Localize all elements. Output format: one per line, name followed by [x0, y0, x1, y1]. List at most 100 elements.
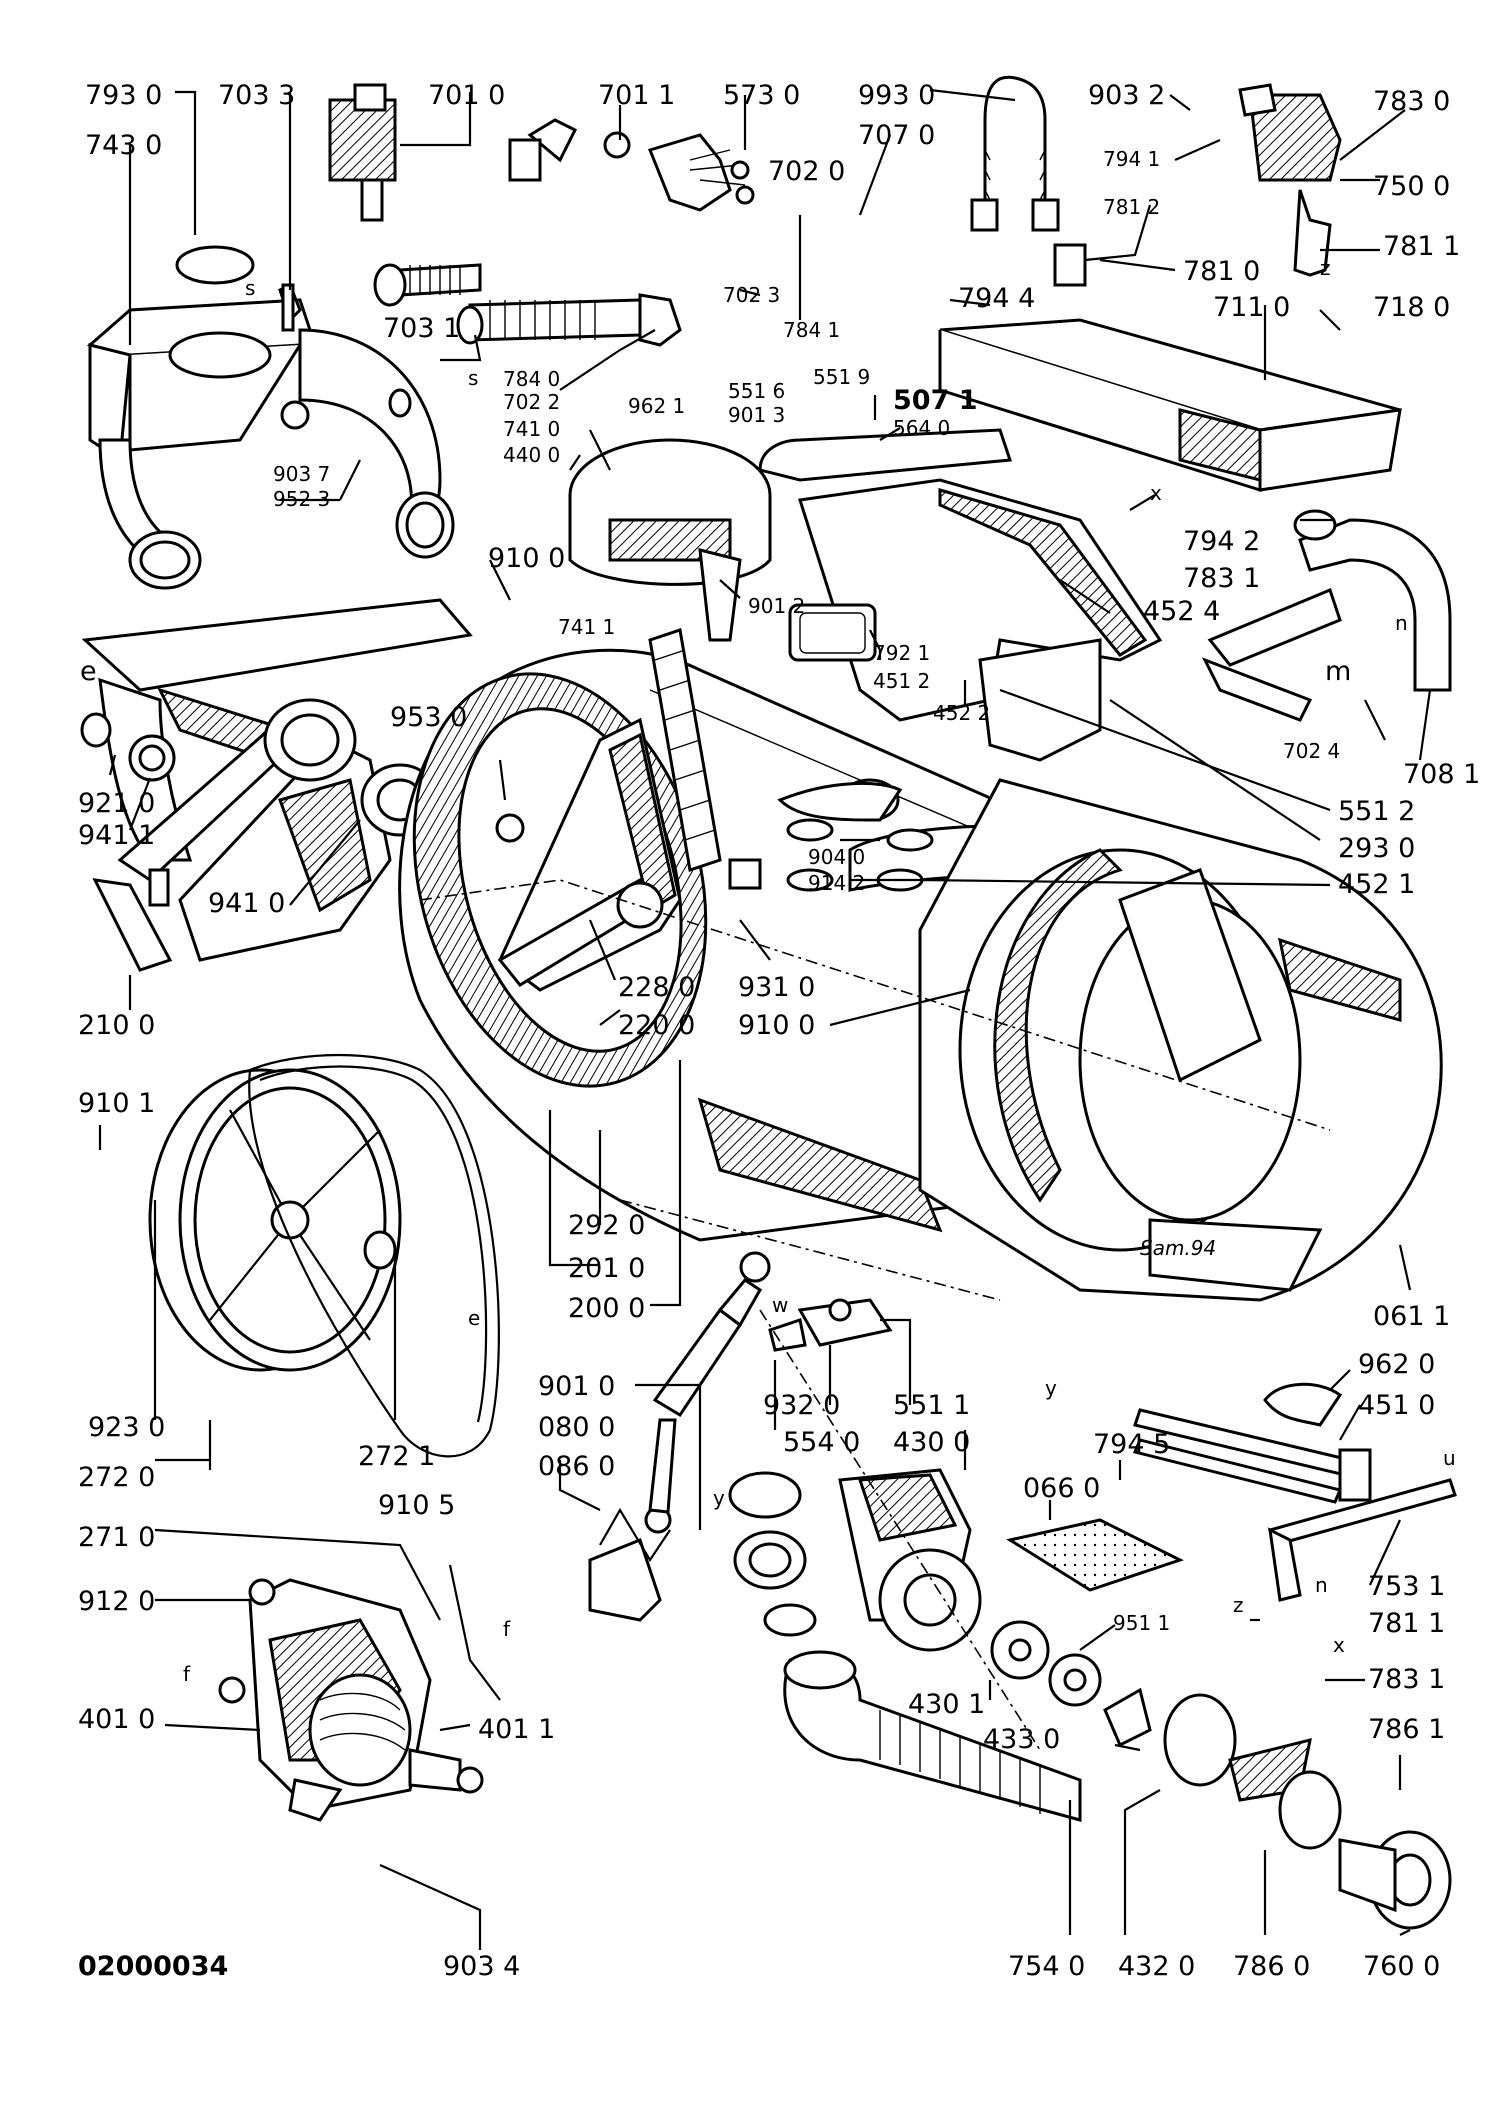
- label-903-4: 903 4: [443, 1951, 520, 1982]
- letter-z-2: z: [1233, 1593, 1244, 1617]
- label-901-2: 901 2: [748, 594, 805, 618]
- label-272-0: 272 0: [78, 1462, 155, 1493]
- letter-u: u: [1443, 1446, 1456, 1470]
- label-794-2: 794 2: [1183, 526, 1260, 557]
- hoses-703-784: [373, 263, 682, 347]
- label-551-2: 551 2: [1338, 796, 1415, 827]
- letter-y-1: y: [1045, 1376, 1057, 1400]
- label-401-1: 401 1: [478, 1714, 555, 1745]
- fill-valve-assembly: [508, 118, 755, 212]
- label-912-0: 912 0: [78, 1586, 155, 1617]
- motor-401: [218, 1578, 484, 1822]
- letter-s-1: s: [245, 276, 255, 300]
- label-783-1-b: 783 1: [1368, 1664, 1445, 1695]
- letter-w: w: [772, 1293, 788, 1317]
- leader-lines: [98, 88, 1432, 1950]
- label-554-0: 554 0: [783, 1427, 860, 1458]
- label-066-0: 066 0: [1023, 1473, 1100, 1504]
- label-430-0: 430 0: [893, 1427, 970, 1458]
- label-962-1: 962 1: [628, 394, 685, 418]
- label-783-1: 783 1: [1183, 563, 1260, 594]
- pulley-272: [148, 1068, 402, 1372]
- tub-assembly: [398, 648, 1082, 1242]
- label-910-0: 910 0: [488, 543, 565, 574]
- label-951-1: 951 1: [1113, 1611, 1170, 1635]
- label-573-0: 573 0: [723, 80, 800, 111]
- label-703-1: 703 1: [383, 313, 460, 344]
- label-903-7: 903 7: [273, 462, 330, 486]
- label-741-1: 741 1: [558, 615, 615, 639]
- label-707-0: 707 0: [858, 120, 935, 151]
- rear-bracket-210: [80, 598, 473, 972]
- letter-f-2: f: [503, 1617, 511, 1641]
- label-741-0: 741 0: [503, 417, 560, 441]
- label-564-0: 564 0: [893, 416, 950, 440]
- label-941-1: 941 1: [78, 820, 155, 851]
- label-701-1: 701 1: [598, 80, 675, 111]
- label-451-2: 451 2: [873, 669, 930, 693]
- valve-701: [328, 83, 397, 222]
- label-200-0: 200 0: [568, 1293, 645, 1324]
- letter-y-2: y: [713, 1486, 725, 1510]
- label-702-2: 702 2: [503, 390, 560, 414]
- label-794-4: 794 4: [958, 283, 1035, 314]
- letter-x-1: x: [1150, 481, 1162, 505]
- label-743-0: 743 0: [85, 130, 162, 161]
- belt-271: [248, 1053, 500, 1458]
- letter-m: m: [1325, 656, 1351, 687]
- label-080-0: 080 0: [538, 1412, 615, 1443]
- dispenser-750: [1238, 83, 1342, 182]
- letter-e-2: e: [468, 1306, 480, 1330]
- dispenser-body-452: [758, 428, 1163, 762]
- label-931-0: 931 0: [738, 972, 815, 1003]
- detergent-housing: [86, 245, 455, 590]
- label-210-0: 210 0: [78, 1010, 155, 1041]
- bracket-753: [1268, 1478, 1457, 1602]
- label-551-9: 551 9: [813, 365, 870, 389]
- bracket-551: [768, 1298, 893, 1352]
- dispenser-drawer-711: [938, 318, 1402, 493]
- part-number-labels: 793 0 703 3 701 0 701 1 573 0 993 0 903 …: [78, 80, 1480, 1982]
- label-451-0: 451 0: [1358, 1390, 1435, 1421]
- letter-s-2: s: [468, 366, 478, 390]
- label-781-0: 781 0: [1183, 256, 1260, 287]
- hose-754: [783, 1650, 1082, 1822]
- pump-430: [838, 1468, 1152, 1748]
- heater-451: [1132, 1382, 1372, 1504]
- label-921-0: 921 0: [78, 788, 155, 819]
- letter-e-1: e: [80, 656, 97, 687]
- label-786-1: 786 1: [1368, 1714, 1445, 1745]
- label-228-0: 228 0: [618, 972, 695, 1003]
- label-784-1: 784 1: [783, 318, 840, 342]
- front-ring-061: [918, 778, 1443, 1302]
- label-401-0: 401 0: [78, 1704, 155, 1735]
- label-708-1: 708 1: [1403, 759, 1480, 790]
- label-781-2: 781 2: [1103, 195, 1160, 219]
- label-703-3: 703 3: [218, 80, 295, 111]
- label-760-0: 760 0: [1363, 1951, 1440, 1982]
- label-794-1: 794 1: [1103, 147, 1160, 171]
- label-932-0: 932 0: [763, 1390, 840, 1421]
- label-440-0: 440 0: [503, 443, 560, 467]
- hose-993: [970, 75, 1060, 232]
- label-272-1: 272 1: [358, 1441, 435, 1472]
- label-910-0-b: 910 0: [738, 1010, 815, 1041]
- label-952-3: 952 3: [273, 487, 330, 511]
- label-903-2: 903 2: [1088, 80, 1165, 111]
- label-507-1: 507 1: [893, 385, 978, 416]
- label-292-0: 292 0: [568, 1210, 645, 1241]
- label-293-0: 293 0: [1338, 833, 1415, 864]
- label-750-0: 750 0: [1373, 171, 1450, 202]
- reference-letters: s s z x e e m n n y y w f f u z x: [80, 256, 1456, 1686]
- label-702-4: 702 4: [1283, 739, 1340, 763]
- label-941-0: 941 0: [208, 888, 285, 919]
- drain-hose-708: [1201, 509, 1452, 722]
- label-702-3: 702 3: [723, 283, 780, 307]
- label-452-2: 452 2: [933, 701, 990, 725]
- label-432-0: 432 0: [1118, 1951, 1195, 1982]
- label-953-0: 953 0: [390, 702, 467, 733]
- label-794-5: 794 5: [1093, 1429, 1170, 1460]
- letter-n-2: n: [1315, 1573, 1328, 1597]
